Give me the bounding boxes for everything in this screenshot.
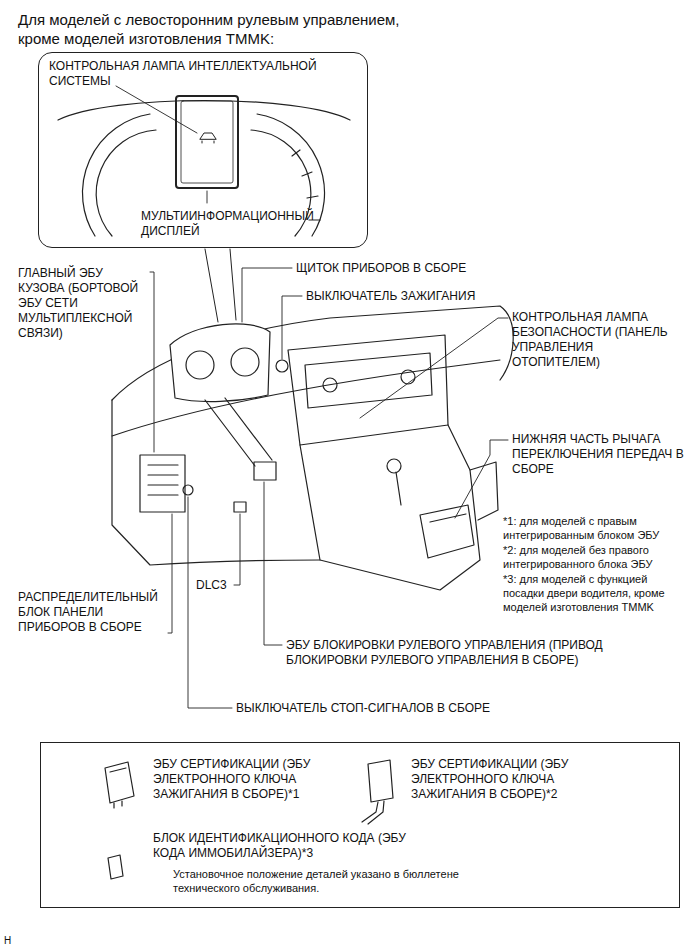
leader-line — [242, 268, 292, 322]
center-stack — [288, 335, 448, 445]
steering-lock-ecu — [254, 462, 276, 480]
title: Для моделей с левосторонним рулевым упра… — [18, 10, 438, 48]
leader-line — [188, 497, 232, 708]
instrument-cluster — [170, 324, 270, 402]
part-label: КОНТРОЛЬНАЯ ЛАМПА БЕЗОПАСНОСТИ (ПАНЕЛЬ У… — [512, 310, 680, 370]
knob — [401, 370, 415, 384]
part-label: ЭБУ СЕРТИФИКАЦИИ (ЭБУ ЭЛЕКТРОННОГО КЛЮЧА… — [411, 757, 601, 802]
leader-line — [264, 482, 282, 645]
heater-panel — [305, 353, 432, 408]
junction-block — [140, 455, 185, 512]
center-console — [300, 425, 480, 590]
dlc3-connector — [234, 502, 246, 512]
shift-knob — [387, 459, 401, 473]
parts-panel: ЭБУ СЕРТИФИКАЦИИ (ЭБУ ЭЛЕКТРОННОГО КЛЮЧА… — [40, 742, 680, 908]
leader-line — [207, 191, 208, 203]
stop-lamp-switch — [183, 485, 193, 495]
ignition-switch — [276, 360, 288, 372]
certification-ecu-icon — [105, 762, 134, 808]
inset-pointer — [205, 249, 236, 322]
part-label: БЛОК ИДЕНТИФИКАЦИОННОГО КОДА (ЭБУ КОДА И… — [153, 831, 423, 861]
leader-line — [282, 296, 302, 359]
door-side — [112, 400, 320, 565]
footnote: *2: для моделей без правого интегрирован… — [503, 543, 685, 571]
leader-line — [150, 272, 154, 452]
footnote: *3: для моделей с функцией посадки двери… — [503, 572, 685, 614]
figure-code: H — [4, 934, 18, 947]
footnote: *1: для моделей с правым интегрированным… — [503, 514, 685, 542]
part-label: НИЖНЯЯ ЧАСТЬ РЫЧАГА ПЕРЕКЛЮЧЕНИЯ ПЕРЕДАЧ… — [512, 432, 684, 477]
multi-display — [176, 96, 238, 188]
shift-lever-assembly — [420, 505, 474, 558]
steering-column — [205, 398, 272, 466]
part-label: ЭБУ БЛОКИРОВКИ РУЛЕВОГО УПРАВЛЕНИЯ (ПРИВ… — [286, 638, 678, 668]
part-label: РАСПРЕДЕЛИТЕЛЬНЫЙ БЛОК ПАНЕЛИ ПРИБОРОВ В… — [18, 590, 166, 635]
leader-line — [234, 514, 240, 585]
inset-callout-box: КОНТРОЛЬНАЯ ЛАМПА ИНТЕЛЛЕКТУАЛЬНОЙ СИСТЕ… — [38, 52, 368, 248]
leader-line — [116, 86, 197, 133]
shift-lever — [396, 472, 401, 505]
certification-ecu-bracket-icon — [362, 760, 393, 824]
immobiliser-ecu-icon — [108, 855, 123, 879]
part-label: КОНТРОЛЬНАЯ ЛАМПА ИНТЕЛЛЕКТУАЛЬНОЙ СИСТЕ… — [49, 59, 359, 89]
knob — [323, 378, 337, 392]
indicator-icon — [200, 133, 216, 143]
part-label: ВЫКЛЮЧАТЕЛЬ ЗАЖИГАНИЯ — [306, 289, 506, 304]
note-text: Установочное положение деталей указано в… — [173, 867, 518, 895]
armrest — [470, 462, 498, 520]
leader-line — [168, 514, 172, 633]
part-label: МУЛЬТИИНФОРМАЦИОННЫЙ ДИСПЛЕЙ — [141, 209, 331, 239]
part-label: ВЫКЛЮЧАТЕЛЬ СТОП-СИГНАЛОВ В СБОРЕ — [236, 701, 536, 716]
leader-line — [360, 318, 508, 418]
part-label: ГЛАВНЫЙ ЭБУ КУЗОВА (БОРТОВОЙ ЭБУ СЕТИ МУ… — [18, 266, 146, 341]
cluster-gauge — [186, 351, 214, 379]
leader-line — [455, 440, 508, 518]
part-label: DLC3 — [196, 578, 236, 593]
part-label: ЭБУ СЕРТИФИКАЦИИ (ЭБУ ЭЛЕКТРОННОГО КЛЮЧА… — [153, 757, 343, 802]
display-screen — [181, 101, 233, 183]
part-label: ЩИТОК ПРИБОРОВ В СБОРЕ — [296, 261, 496, 276]
cluster-gauge — [231, 348, 259, 376]
cluster-bezel — [58, 101, 350, 121]
